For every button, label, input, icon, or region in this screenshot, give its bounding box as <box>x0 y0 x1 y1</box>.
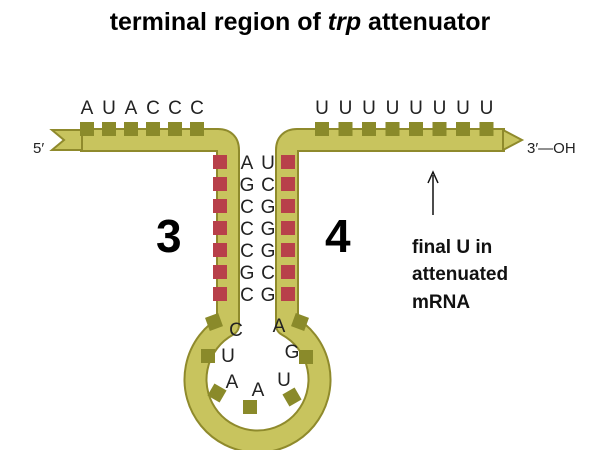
stem-left-base-letter: C <box>240 285 254 306</box>
loop-base-tab <box>207 383 227 403</box>
stem-left-base-letter: C <box>240 241 254 262</box>
annotation-line-3: mRNA <box>412 292 470 313</box>
right-top-base-tab <box>338 122 353 136</box>
diagram-title: terminal region of trp attenuator <box>0 8 600 37</box>
right-top-base-tab <box>385 122 400 136</box>
stem-left-pair-tab <box>213 287 227 301</box>
left-top-base-letter: A <box>81 98 94 119</box>
region-4-label: 4 <box>325 210 351 262</box>
loop-base-tab <box>205 313 223 331</box>
three-prime-point <box>502 128 525 152</box>
right-top-base-letter: U <box>339 98 353 119</box>
left-top-base-letter: C <box>168 98 182 119</box>
three-prime-label: 3′—OH <box>527 140 576 157</box>
loop-base-letter: C <box>229 320 243 341</box>
left-top-base-letter: C <box>146 98 160 119</box>
region-3-label: 3 <box>156 210 182 262</box>
stem-right-base-letter: G <box>261 285 276 306</box>
stem-right-pair-tab <box>281 177 295 191</box>
right-top-base-letter: U <box>433 98 447 119</box>
right-top-base-letter: U <box>315 98 329 119</box>
stem-left-base-letter: G <box>240 175 255 196</box>
stem-left-pair-tab <box>213 243 227 257</box>
rna-backbone <box>49 128 525 450</box>
stem-left-pair-tab <box>213 155 227 169</box>
stem-right-pair-tab <box>281 265 295 279</box>
loop-base-tab <box>299 350 313 364</box>
final-u-arrow <box>427 170 439 215</box>
stem-right-pair-tab <box>281 199 295 213</box>
stem-left-base-letter: G <box>240 263 255 284</box>
left-top-base-letter: U <box>102 98 116 119</box>
left-top-base-letter: C <box>190 98 204 119</box>
stem-left-pair-tab <box>213 199 227 213</box>
title-suffix: attenuator <box>361 8 491 36</box>
backbone-fill <box>80 130 505 450</box>
title-prefix: terminal region of <box>109 8 328 36</box>
stem-right-pair-tab <box>281 155 295 169</box>
left-top-base-tab <box>124 122 138 136</box>
right-top-base-letter: U <box>386 98 400 119</box>
loop-base-tab <box>291 313 309 331</box>
right-top-base-tab <box>479 122 494 136</box>
right-top-base-tab <box>315 122 329 136</box>
left-top-base-tab <box>102 122 116 136</box>
right-top-base-letter: U <box>456 98 470 119</box>
loop-base-letter: U <box>277 370 291 391</box>
stem-right-pair-tab <box>281 287 295 301</box>
loop-base-letter: G <box>285 342 300 363</box>
stem-left-pair-tab <box>213 265 227 279</box>
stem-left-base-letter: A <box>241 153 254 174</box>
stem-right-pair-tab <box>281 243 295 257</box>
title-italic: trp <box>327 8 362 36</box>
left-top-base-letter: A <box>125 98 138 119</box>
annotation-line-1: final U in <box>412 237 492 258</box>
stem-right-pair-tab <box>281 221 295 235</box>
stem-left-pair-tab <box>213 177 227 191</box>
stem-right-base-letter: G <box>261 219 276 240</box>
stem-right-base-letter: U <box>261 153 275 174</box>
left-top-base-tab <box>146 122 160 136</box>
loop-base-tab <box>243 400 257 414</box>
left-top-base-tab <box>80 122 94 136</box>
loop-base-letter: U <box>221 346 235 367</box>
annotation-line-2: attenuated <box>412 264 508 285</box>
left-top-base-tab <box>168 122 182 136</box>
stem-left-pair-tab <box>213 221 227 235</box>
loop-base-letter: A <box>226 372 239 393</box>
right-top-base-letter: U <box>362 98 376 119</box>
nucleotide-bases <box>80 122 494 414</box>
loop-base-tab <box>282 387 302 407</box>
loop-base-letter: A <box>252 380 265 401</box>
right-top-base-letter: U <box>480 98 494 119</box>
left-top-base-tab <box>190 122 204 136</box>
right-top-base-tab <box>432 122 447 136</box>
stem-right-base-letter: C <box>261 175 275 196</box>
right-top-base-letter: U <box>409 98 423 119</box>
stem-right-base-letter: G <box>261 197 276 218</box>
five-prime-tail <box>49 129 83 151</box>
right-top-base-tab <box>409 122 423 136</box>
right-top-base-tab <box>362 122 376 136</box>
loop-base-letter: A <box>273 316 286 337</box>
stem-left-base-letter: C <box>240 219 254 240</box>
right-top-base-tab <box>456 122 470 136</box>
stem-left-base-letter: C <box>240 197 254 218</box>
stem-right-base-letter: C <box>261 263 275 284</box>
loop-base-tab <box>201 349 215 363</box>
stem-right-base-letter: G <box>261 241 276 262</box>
five-prime-label: 5′ <box>33 140 44 157</box>
